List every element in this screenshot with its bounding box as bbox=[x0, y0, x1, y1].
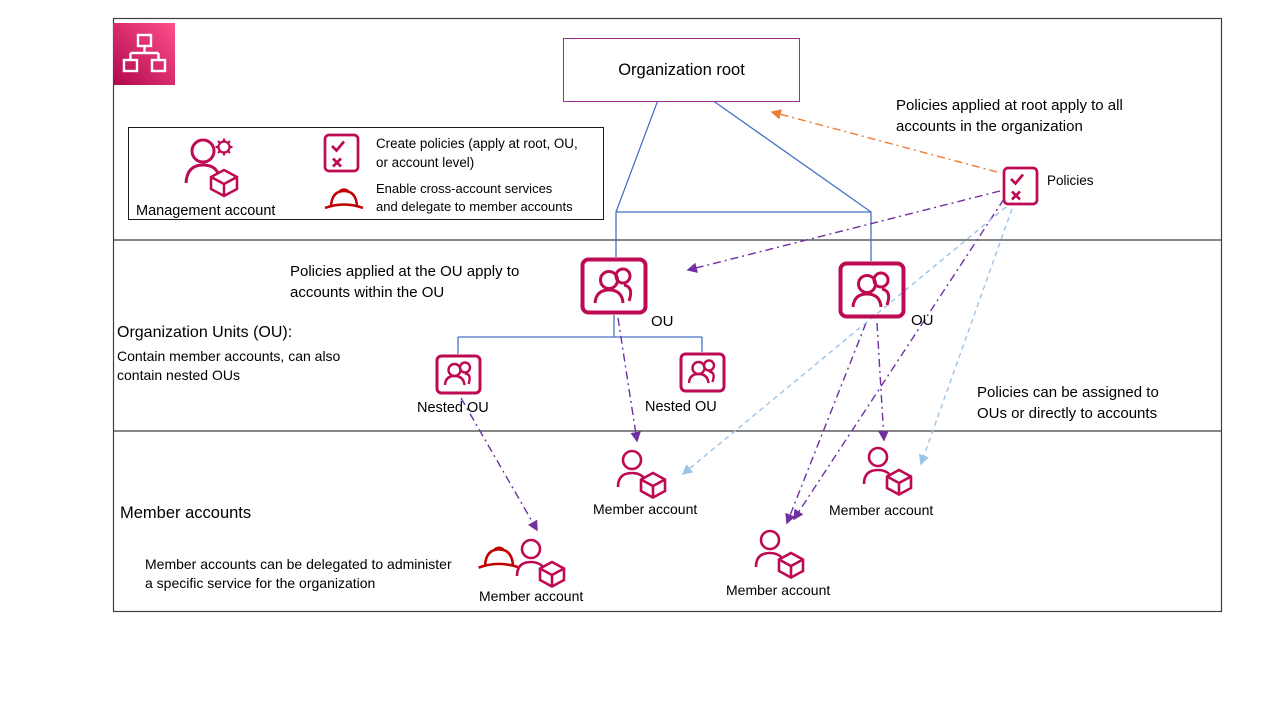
management-account-label: Management account bbox=[136, 203, 276, 219]
arrow-policies-to-member2 bbox=[919, 208, 1013, 466]
arrow-ou2-to-member3 bbox=[785, 322, 867, 525]
policies-label: Policies bbox=[1047, 173, 1094, 188]
organization-root-label: Organization root bbox=[618, 60, 745, 79]
policy-assign-note: Policies can be assigned to OUs or direc… bbox=[977, 384, 1159, 422]
member-account4-icon bbox=[515, 538, 566, 588]
member-account3-icon bbox=[754, 529, 805, 579]
member-account4-label: Member account bbox=[479, 588, 584, 604]
member-account2-icon bbox=[862, 446, 913, 496]
policies-icon bbox=[1002, 166, 1039, 206]
ou-section-title: Organization Units (OU): bbox=[117, 324, 293, 341]
arrow-ou2-to-member2 bbox=[876, 322, 889, 442]
line-root-to-junction-right bbox=[711, 99, 872, 213]
member-account1-icon bbox=[616, 449, 667, 499]
management-account-icon bbox=[184, 138, 239, 198]
member-account2-label: Member account bbox=[829, 502, 934, 518]
ou-policy-note: Policies applied at the OU apply to acco… bbox=[290, 263, 520, 301]
ou1-label: OU bbox=[651, 313, 674, 330]
ou-section-desc: Contain member accounts, can also contai… bbox=[117, 348, 341, 384]
create-policies-text: Create policies (apply at root, OU, or a… bbox=[376, 136, 578, 170]
member-delegate-note: Member accounts can be delegated to admi… bbox=[145, 556, 452, 592]
member-section-title: Member accounts bbox=[120, 504, 252, 522]
lightblue-assignment-arrows bbox=[681, 206, 1013, 476]
member-account1-label: Member account bbox=[593, 501, 698, 517]
hard-hat-icon bbox=[324, 188, 364, 210]
management-account-group: Management account Create policies (appl… bbox=[128, 127, 604, 220]
create-policies-checklist-icon bbox=[323, 133, 360, 173]
arrow-policies-to-member1 bbox=[681, 206, 1007, 476]
nested-ou1-icon bbox=[435, 354, 482, 395]
nested-ou2-icon bbox=[679, 352, 726, 393]
arrow-ou1-to-member1 bbox=[617, 317, 641, 443]
root-policy-note: Policies applied at root apply to all ac… bbox=[896, 97, 1123, 135]
line-root-to-junction-left bbox=[615, 99, 659, 213]
member-account3-label: Member account bbox=[726, 582, 831, 598]
line-junction-to-ous bbox=[615, 211, 872, 261]
arrow-nestedou1-to-delegated-member bbox=[460, 397, 538, 532]
nested-ou1-label: Nested OU bbox=[417, 400, 489, 416]
ou2-icon bbox=[838, 261, 906, 319]
aws-organizations-icon bbox=[113, 23, 175, 85]
organization-root-node: Organization root bbox=[563, 38, 800, 102]
arrow-policies-to-ou1 bbox=[686, 190, 1001, 273]
nested-ou2-label: Nested OU bbox=[645, 399, 717, 415]
ou2-label: OU bbox=[911, 312, 934, 329]
ou1-icon bbox=[580, 257, 648, 315]
purple-policy-arrows bbox=[460, 190, 1005, 532]
enable-cross-account-text: Enable cross-account services and delega… bbox=[376, 181, 573, 214]
